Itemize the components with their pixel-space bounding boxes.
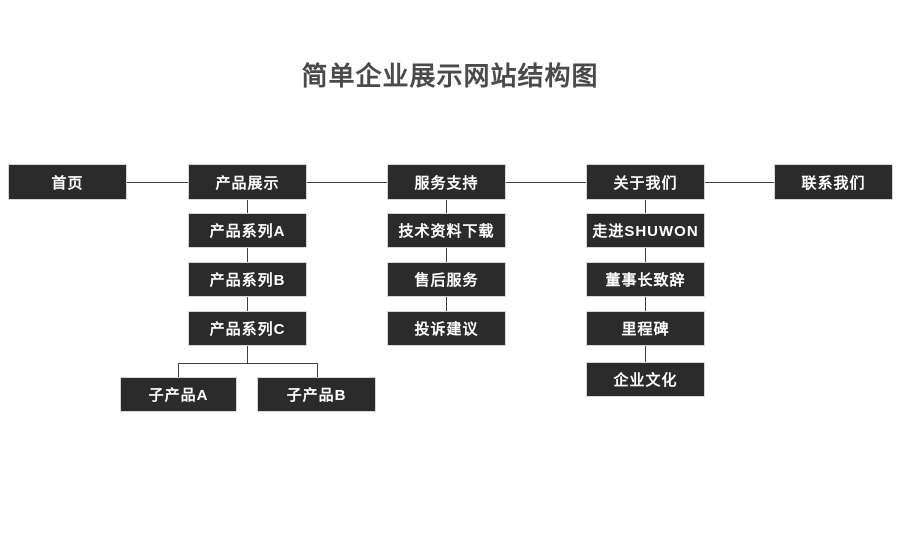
connector-about-contact [705, 182, 774, 183]
node-sub-product-a: 子产品A [120, 377, 237, 412]
node-product-series-a: 产品系列A [188, 213, 307, 248]
connector-products-services [307, 182, 387, 183]
node-corporate-culture: 企业文化 [586, 362, 705, 397]
node-products: 产品展示 [188, 164, 307, 200]
node-product-series-c: 产品系列C [188, 311, 307, 346]
node-tech-downloads: 技术资料下载 [387, 213, 506, 248]
connector-branch-bar [178, 363, 317, 364]
connector-seriesa-seriesb [247, 248, 248, 262]
connector-products-seriesa [247, 200, 248, 213]
node-after-sales: 售后服务 [387, 262, 506, 297]
node-about: 关于我们 [586, 164, 705, 200]
connector-seriesb-seriesc [247, 297, 248, 311]
connector-about-intoshuwon [645, 200, 646, 213]
node-home: 首页 [8, 164, 127, 200]
connector-downloads-aftersales [446, 248, 447, 262]
connector-services-downloads [446, 200, 447, 213]
node-complaints: 投诉建议 [387, 311, 506, 346]
node-chairman-speech: 董事长致辞 [586, 262, 705, 297]
connector-milestones-culture [645, 346, 646, 362]
node-services: 服务支持 [387, 164, 506, 200]
node-into-shuwon: 走进SHUWON [586, 213, 705, 248]
node-sub-product-b: 子产品B [257, 377, 376, 412]
node-contact: 联系我们 [774, 164, 893, 200]
connector-intoshuwon-chairman [645, 248, 646, 262]
connector-chairman-milestones [645, 297, 646, 311]
connector-branch-suba [178, 363, 179, 377]
connector-services-about [506, 182, 586, 183]
connector-branch-subb [317, 363, 318, 377]
connector-seriesc-branch [247, 346, 248, 363]
node-milestones: 里程碑 [586, 311, 705, 346]
page-title: 简单企业展示网站结构图 [301, 61, 599, 91]
connector-home-products [127, 182, 188, 183]
connector-aftersales-complaints [446, 297, 447, 311]
node-product-series-b: 产品系列B [188, 262, 307, 297]
